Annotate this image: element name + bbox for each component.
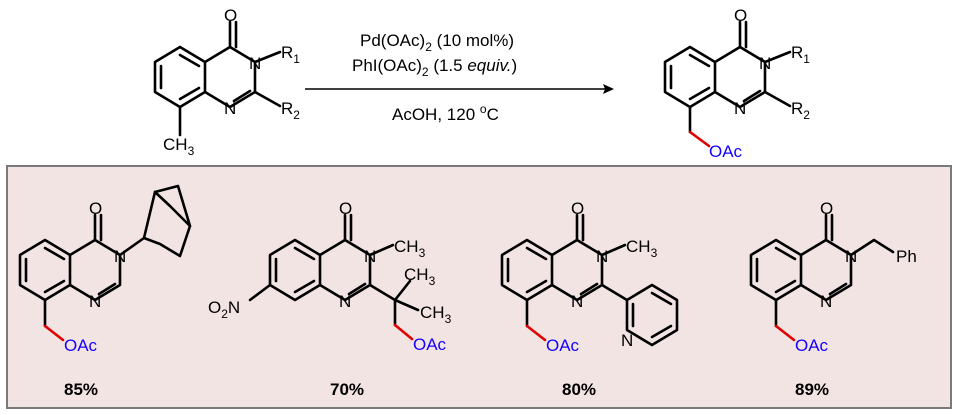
ex4-oac-label: OAc [795, 336, 829, 355]
ex2-n1-label: N [339, 292, 351, 311]
svg-text:CH3: CH3 [163, 135, 195, 158]
svg-text:R1: R1 [791, 43, 810, 66]
product-r1-label: R [791, 43, 803, 62]
product-n1-label: N [734, 99, 746, 118]
starting-material: O N N R1 R2 CH3 [153, 6, 300, 158]
example-3-yield: 80% [562, 380, 596, 399]
r1-subscript: 1 [293, 52, 300, 66]
reagent-1: Pd(OAc)2 (10 mol%) [360, 31, 514, 54]
n1-label: N [224, 99, 236, 118]
ex2-me2-ch-label: CH [420, 303, 445, 322]
r2-label: R [281, 99, 293, 118]
svg-text:CH3: CH3 [626, 237, 658, 260]
n3-label: N [249, 54, 261, 73]
r2-subscript: 2 [293, 108, 300, 122]
ex3-nme-ch-label: CH [626, 237, 651, 256]
methyl-subscript: 3 [188, 144, 195, 158]
ex1-n3-label: N [114, 247, 126, 266]
example-2-structure: O N N CH3 CH3 CH3 O2N OAc [208, 199, 452, 354]
methyl-ch-label: CH [163, 135, 188, 154]
product: O N N R1 R2 OAc [663, 6, 810, 161]
ex4-n1-label: N [820, 292, 832, 311]
svg-text:CH3: CH3 [420, 303, 452, 326]
ex3-pyridine-n-label: N [621, 331, 633, 350]
ex3-n1-label: N [571, 292, 583, 311]
product-n3-label: N [759, 54, 771, 73]
product-r2-label: R [791, 99, 803, 118]
ex1-o-label: O [89, 199, 102, 218]
substrate-scope-panel [6, 165, 952, 409]
ex2-o-label: O [339, 199, 352, 218]
reaction-conditions: AcOH, 120 oC [392, 102, 499, 124]
reagent-2: PhI(OAc)2 (1.5 equiv.) [352, 56, 517, 79]
reaction-arrow-group: Pd(OAc)2 (10 mol%) PhI(OAc)2 (1.5 equiv.… [305, 31, 614, 124]
example-2-yield: 70% [330, 380, 364, 399]
svg-text:CH3: CH3 [404, 265, 436, 288]
ex4-o-label: O [820, 199, 833, 218]
ex3-oac-label: OAc [546, 336, 580, 355]
svg-text:CH3: CH3 [394, 237, 426, 260]
example-1-structure: O N N OAc [18, 184, 192, 355]
ex2-nitro-label: O2N [208, 298, 240, 321]
ex3-n3-label: N [596, 247, 608, 266]
ex4-ph-label: Ph [896, 247, 917, 266]
product-oac-label: OAc [709, 142, 743, 161]
arrow-head-icon [603, 84, 614, 94]
ex1-n1-label: N [89, 292, 101, 311]
ex2-nme-ch-label: CH [394, 237, 419, 256]
ex2-oac-label: OAc [413, 335, 447, 354]
ex2-n3-label: N [364, 247, 376, 266]
example-4-yield: 89% [795, 380, 829, 399]
ex1-oac-label: OAc [64, 336, 98, 355]
example-4-structure: O N N Ph OAc [749, 199, 917, 355]
svg-text:R1: R1 [281, 43, 300, 66]
product-o-label: O [734, 6, 747, 25]
carbonyl-o-label: O [224, 6, 237, 25]
ex3-o-label: O [571, 199, 584, 218]
example-3-structure: O N N N CH3 OAc [500, 199, 679, 355]
example-1-yield: 85% [64, 380, 98, 399]
r1-label: R [281, 43, 293, 62]
svg-text:R2: R2 [281, 99, 300, 122]
ex4-n3-label: N [845, 247, 857, 266]
svg-text:R2: R2 [791, 99, 810, 122]
ex2-me1-ch-label: CH [404, 265, 429, 284]
